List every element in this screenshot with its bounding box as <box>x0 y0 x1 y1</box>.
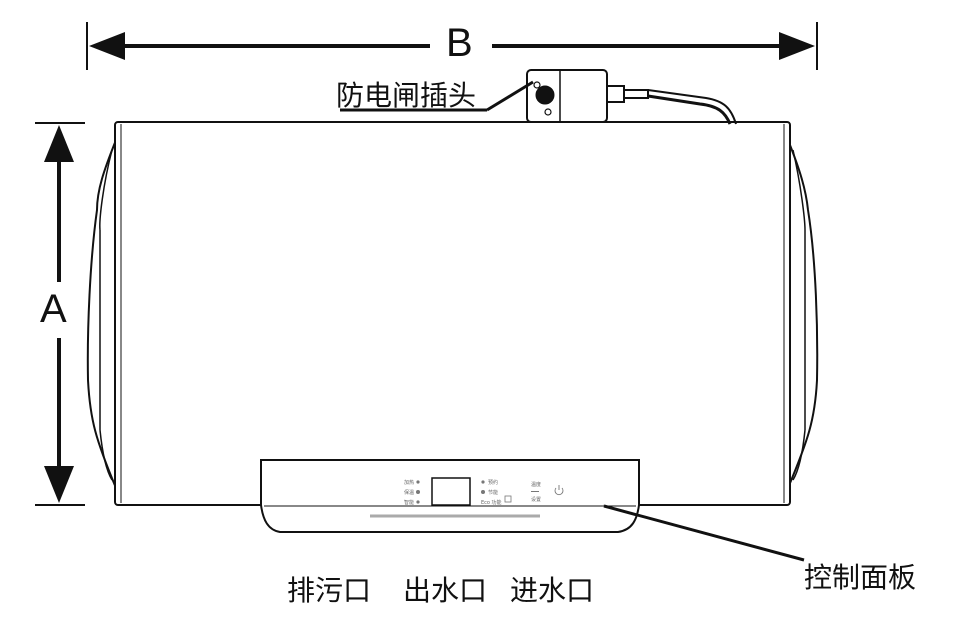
water-outlet-label: 出水口 <box>403 574 488 607</box>
dimension-b-left-arrow <box>89 32 125 60</box>
indicators-right: 温度 设置 <box>531 481 541 503</box>
power-cable-2 <box>647 89 737 125</box>
control-panel: 加热 保温 智能 预约 节能 Eco 功能 温度 设置 <box>260 459 805 562</box>
svg-text:预约: 预约 <box>488 479 498 486</box>
power-icon[interactable] <box>554 485 564 496</box>
dimension-b <box>86 22 818 70</box>
indicators-middle: 预约 节能 Eco 功能 <box>481 479 512 506</box>
right-end-cap-inner <box>792 149 806 481</box>
dimension-a-label: A <box>40 287 67 331</box>
tank-face <box>114 121 791 506</box>
grid-icon <box>504 495 512 503</box>
right-end-cap <box>787 139 819 489</box>
plug-button <box>535 85 555 105</box>
left-end-cap <box>86 139 117 489</box>
svg-text:智能: 智能 <box>404 499 414 506</box>
svg-text:加热: 加热 <box>404 479 414 486</box>
plug-connector-neck <box>623 89 649 99</box>
drain-outlet-label: 排污口 <box>287 574 372 607</box>
plug-leader-diag <box>486 80 534 112</box>
plug-screw-top <box>533 81 541 89</box>
dimension-a-bottom-arrow <box>44 466 74 503</box>
svg-text:保温: 保温 <box>404 489 414 496</box>
display-screen <box>431 477 471 506</box>
dimension-a <box>35 122 85 506</box>
heater-body <box>86 121 819 506</box>
svg-text:节能: 节能 <box>488 489 498 496</box>
control-panel-label: 控制面板 <box>804 561 917 594</box>
dimension-b-label: B <box>446 21 473 65</box>
svg-text:Eco 功能: Eco 功能 <box>481 499 502 506</box>
dimension-a-top-arrow <box>44 125 74 162</box>
left-end-cap-inner <box>99 149 113 481</box>
plug-label: 防电闸插头 <box>336 79 477 112</box>
control-panel-leader-line <box>603 504 805 562</box>
svg-text:设置: 设置 <box>531 496 541 503</box>
plug-assembly <box>340 69 737 125</box>
dimension-b-right-arrow <box>779 32 815 60</box>
power-cable <box>647 94 732 125</box>
plug-screw-bottom <box>544 108 552 116</box>
water-inlet-label: 进水口 <box>510 574 595 607</box>
plug-connector <box>605 85 625 103</box>
indicators-left: 加热 保温 智能 <box>404 479 420 506</box>
svg-text:温度: 温度 <box>531 481 541 488</box>
